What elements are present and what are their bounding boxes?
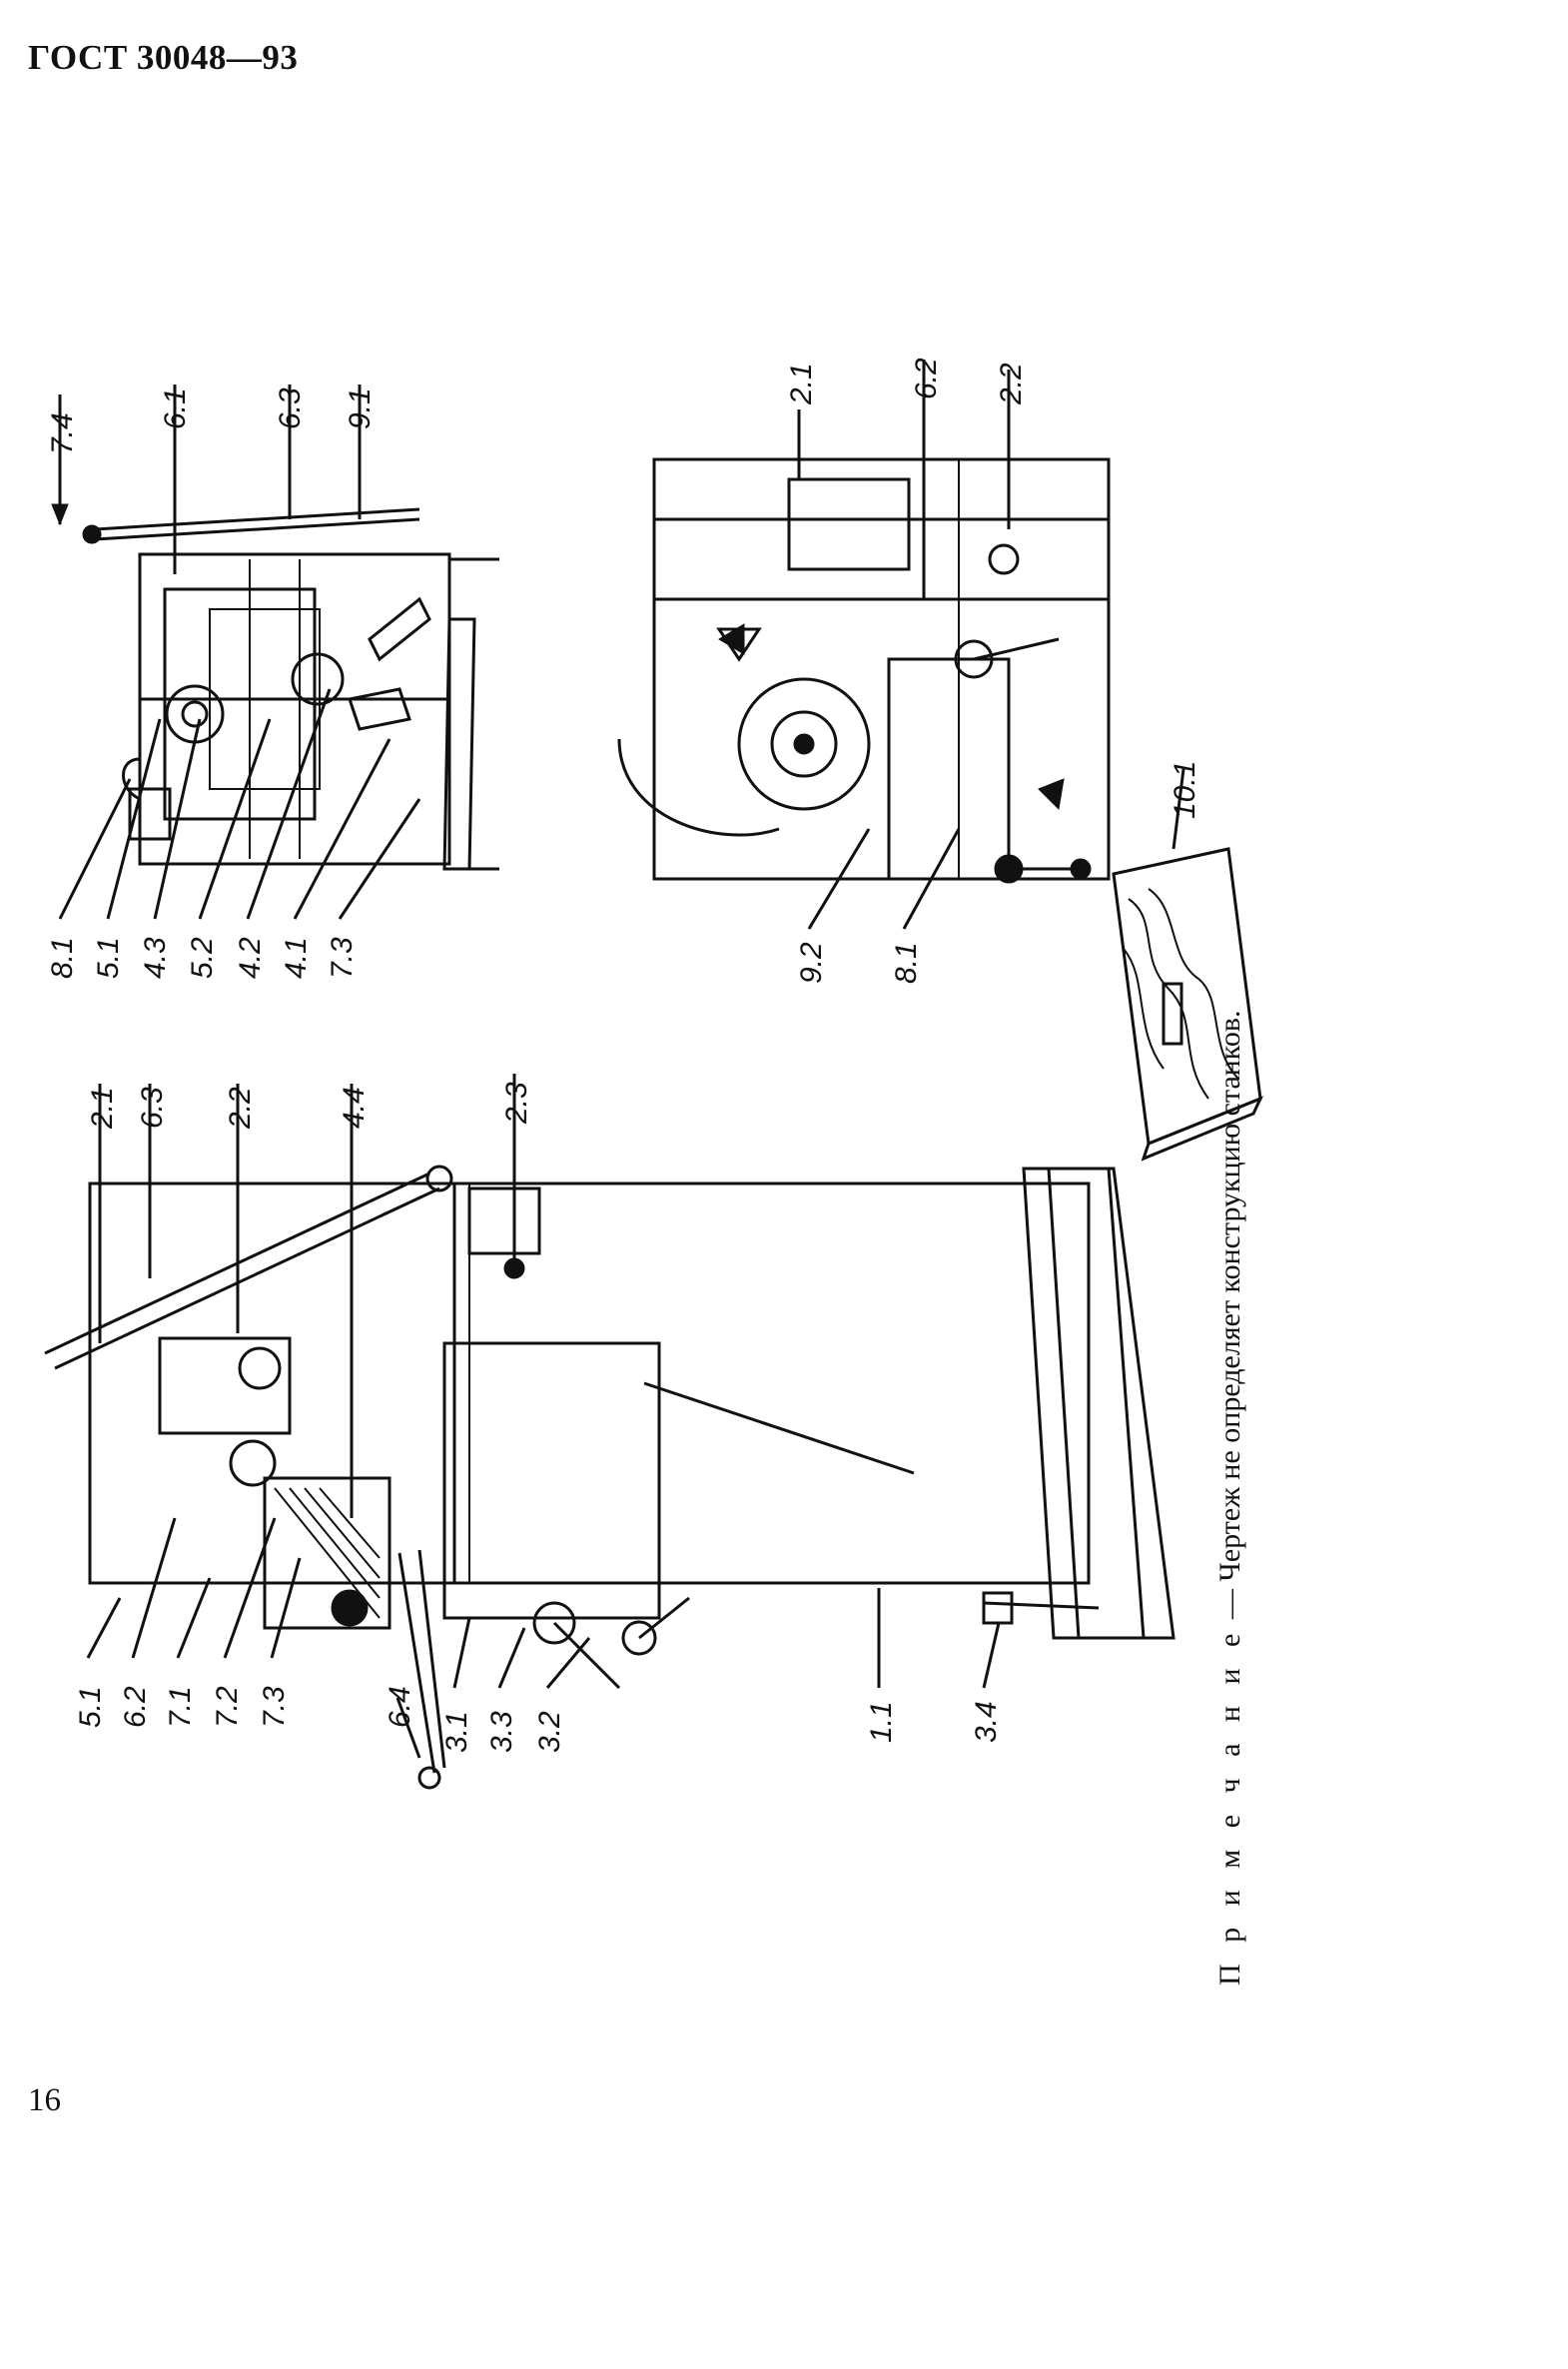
main-view-guard — [263, 1476, 392, 1630]
label-3-1: 3.1 — [440, 1711, 473, 1753]
label-8-1-side: 8.1 — [890, 942, 923, 984]
label-9-2: 9.2 — [795, 942, 828, 984]
side-view-bracket — [787, 477, 911, 571]
label-6-3: 6.3 — [274, 388, 307, 429]
side-view-motor — [737, 677, 871, 811]
label-7-3-main: 7.3 — [258, 1686, 291, 1728]
label-4-3: 4.3 — [139, 937, 172, 979]
label-10-1: 10.1 — [1169, 761, 1201, 819]
label-6-2-main: 6.2 — [119, 1686, 152, 1728]
label-6-1: 6.1 — [159, 388, 192, 429]
label-5-1-main: 5.1 — [74, 1686, 107, 1728]
side-view-body — [652, 457, 1111, 881]
top-view-spindle — [165, 684, 225, 744]
label-1-1: 1.1 — [865, 1701, 898, 1743]
label-6-2-side: 6.2 — [910, 358, 943, 399]
label-2-2-main: 2.2 — [224, 1087, 257, 1130]
label-5-1: 5.1 — [92, 937, 125, 979]
label-4-1: 4.1 — [280, 937, 313, 979]
label-6-4: 6.4 — [384, 1686, 416, 1728]
label-7-1: 7.1 — [164, 1686, 197, 1728]
note-text: — Чертеж не определяет конструкцию станк… — [1213, 1010, 1246, 1627]
main-view-table — [442, 1341, 661, 1620]
label-7-3-top: 7.3 — [326, 937, 359, 979]
main-view-column — [88, 1182, 1091, 1585]
document-code: ГОСТ 30048—93 — [28, 38, 299, 77]
main-view-base — [1022, 1167, 1176, 1640]
label-3-2: 3.2 — [533, 1711, 566, 1753]
label-3-4: 3.4 — [970, 1701, 1003, 1743]
side-view-housing — [887, 657, 1011, 881]
note-prefix: П р и м е ч а н и е — [1213, 1626, 1246, 1985]
side-view-drawing: 2.1 6.2 2.2 9.2 8.1 10.1 — [617, 358, 1263, 1162]
page-number: 16 — [28, 2082, 61, 2118]
label-7-2: 7.2 — [211, 1686, 244, 1728]
label-4-2: 4.2 — [234, 937, 267, 979]
figure-note: П р и м е ч а н и е — Чертеж не определя… — [1213, 947, 1247, 1985]
top-view-lever — [94, 507, 420, 531]
label-2-3: 2.3 — [500, 1082, 533, 1125]
label-6-3-main: 6.3 — [136, 1087, 169, 1129]
label-2-2-side: 2.2 — [995, 363, 1028, 405]
top-view-drawing: 7.4 6.1 6.3 9.1 8.1 5.1 4.3 5.2 4.2 4.1 … — [46, 385, 499, 979]
label-4-4: 4.4 — [338, 1087, 371, 1129]
main-view-head — [158, 1336, 292, 1435]
top-view-body — [138, 552, 451, 866]
label-8-1: 8.1 — [46, 937, 79, 979]
label-2-1-side: 2.1 — [785, 363, 818, 405]
label-3-3: 3.3 — [485, 1711, 518, 1753]
label-2-1-main: 2.1 — [86, 1087, 119, 1130]
wood-block-drawing: 10.1 — [1112, 761, 1263, 1162]
main-view-drawing: 2.1 6.3 2.2 4.4 2.3 5.1 6.2 7.1 7.2 7.3 … — [44, 1074, 1176, 1790]
label-7-4: 7.4 — [46, 412, 79, 454]
label-9-1: 9.1 — [344, 388, 377, 429]
label-5-2: 5.2 — [186, 937, 219, 979]
